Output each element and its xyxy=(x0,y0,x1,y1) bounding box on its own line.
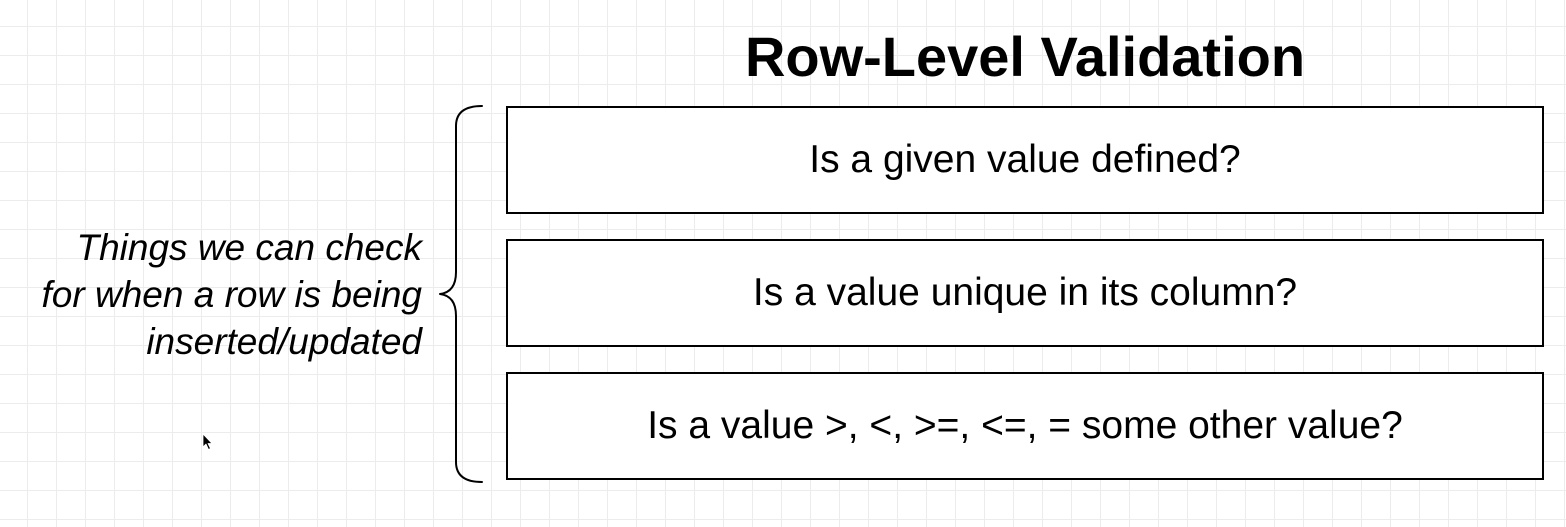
check-box-defined: Is a given value defined? xyxy=(506,106,1544,214)
check-box-unique: Is a value unique in its column? xyxy=(506,239,1544,347)
curly-brace-icon xyxy=(439,105,483,483)
side-note: Things we can check for when a row is be… xyxy=(0,224,422,365)
check-label: Is a value >, <, >=, <=, = some other va… xyxy=(647,404,1403,447)
side-note-line-2: for when a row is being xyxy=(41,274,422,315)
check-label: Is a given value defined? xyxy=(809,138,1241,181)
side-note-line-3: inserted/updated xyxy=(146,321,422,362)
check-label: Is a value unique in its column? xyxy=(752,271,1298,314)
side-note-line-1: Things we can check xyxy=(76,227,422,268)
check-box-comparison: Is a value >, <, >=, <=, = some other va… xyxy=(506,372,1544,480)
mouse-cursor-icon xyxy=(202,433,213,450)
diagram-title: Row-Level Validation xyxy=(744,25,1306,88)
